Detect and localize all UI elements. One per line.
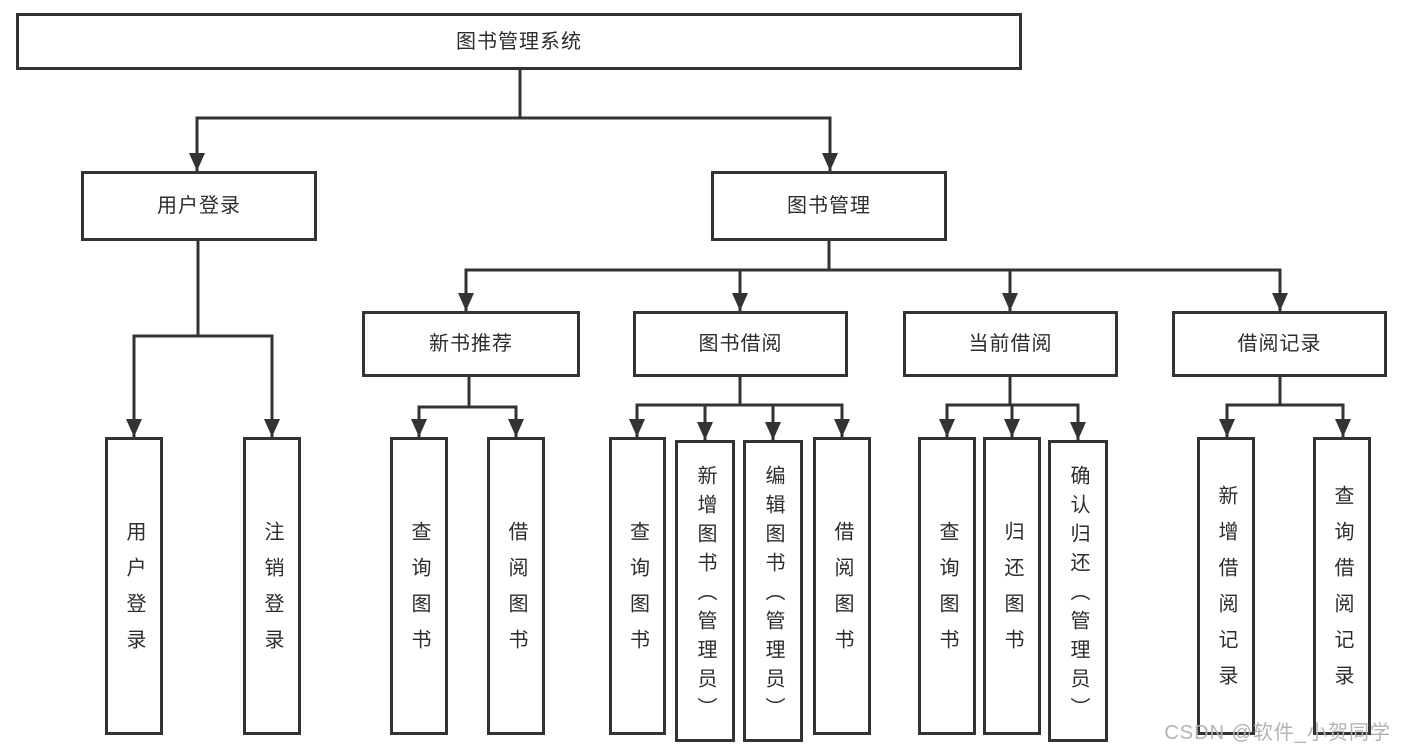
leaf-add-borrow-record: 新增借阅记录 [1197, 437, 1255, 735]
leaf-add-book-admin: 新增图书（管理员） [675, 440, 735, 742]
leaf-query-books-borrow: 查询图书 [609, 437, 666, 735]
node-book-management: 图书管理 [711, 171, 947, 241]
leaf-user-login: 用户登录 [105, 437, 163, 735]
edge-book-borrow-query-books [629, 377, 742, 437]
node-borrow-records: 借阅记录 [1172, 311, 1387, 377]
leaf-confirm-return-admin: 确认归还（管理员） [1048, 440, 1108, 742]
edge-book-borrow-add-book [697, 377, 742, 440]
edge-current-borrow-query-books [939, 377, 1012, 437]
edge-user-login-group-user-login [126, 241, 200, 437]
csdn-watermark: CSDN @软件_小贺同学 [1164, 722, 1391, 744]
node-root-system: 图书管理系统 [16, 13, 1022, 70]
edge-book-management-current-borrow [827, 241, 1018, 311]
leaf-edit-book-admin: 编辑图书（管理员） [743, 440, 803, 742]
edge-book-management-borrow-records [827, 241, 1288, 311]
edge-root-user-login-group [189, 70, 522, 171]
edge-user-login-group-logout [196, 241, 280, 437]
node-current-borrow: 当前借阅 [903, 311, 1118, 377]
leaf-query-books-current: 查询图书 [918, 437, 976, 735]
edge-book-borrow-borrow-books [738, 377, 850, 437]
edge-current-borrow-confirm-return [1008, 377, 1086, 440]
edge-borrow-records-query-record [1278, 377, 1351, 437]
edge-book-borrow-edit-book [738, 377, 781, 440]
leaf-borrow-books-recommend: 借阅图书 [487, 437, 545, 735]
edge-new-book-recommend-borrow-books [467, 377, 524, 437]
leaf-return-books: 归还图书 [983, 437, 1041, 735]
leaf-query-books-recommend: 查询图书 [390, 437, 448, 735]
leaf-logout: 注销登录 [243, 437, 301, 735]
node-new-book-recommend: 新书推荐 [362, 311, 580, 377]
node-book-borrow: 图书借阅 [633, 311, 848, 377]
leaf-borrow-books-borrow: 借阅图书 [813, 437, 871, 735]
edge-book-management-book-borrow [732, 241, 831, 311]
edge-root-book-management [518, 70, 838, 171]
edge-current-borrow-return-books [1004, 377, 1020, 437]
leaf-query-borrow-record: 查询借阅记录 [1313, 437, 1371, 735]
edge-borrow-records-add-record [1219, 377, 1282, 437]
node-user-login-group: 用户登录 [81, 171, 317, 241]
edge-new-book-recommend-query-books [411, 377, 471, 437]
edge-book-management-new-book-recommend [458, 241, 831, 311]
